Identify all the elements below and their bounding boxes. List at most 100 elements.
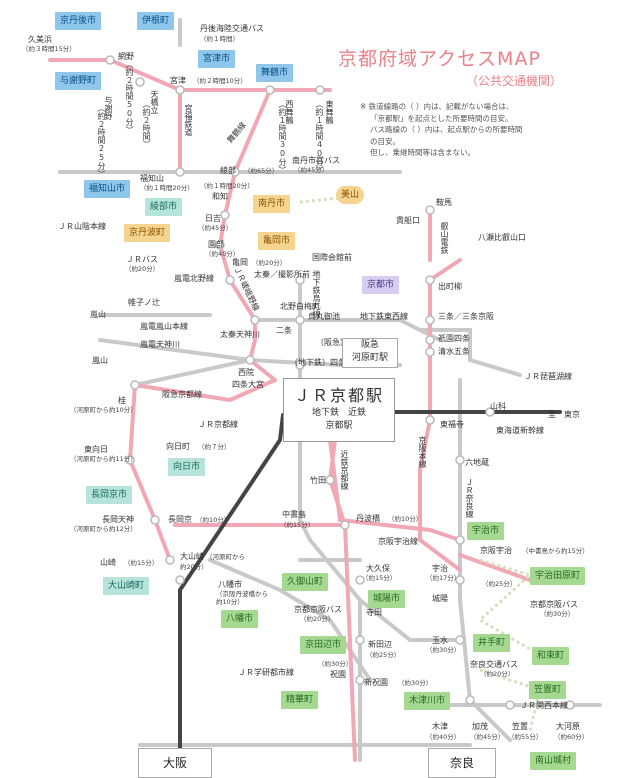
station-tambabashi: 丹波橋 [356,514,380,523]
station-hankyu-karasuma: （阪急）烏丸 [316,338,364,347]
municipality-yawata[interactable]: 八幡市 [221,610,259,628]
municipality-joyo[interactable]: 城陽市 [368,590,406,608]
station-rokujizo: 六地蔵 [465,458,489,467]
municipality-ujitawara[interactable]: 宇治田原町 [530,567,586,585]
municipality-yosano[interactable]: 与謝野町 [55,72,102,90]
time-label: （約25分） [482,580,517,588]
line-tozai: 地下鉄東西線 [360,312,408,321]
time-label: （約15分） [280,521,315,529]
station-nijo: 二条 [276,326,292,335]
hankyu-kawaramachi-box[interactable]: 阪急 河原町駅 [342,338,398,368]
map-title: 京都府域アクセスMAP [338,48,541,70]
municipality-ayabe[interactable]: 綾部市 [145,198,183,216]
tokaido-west [178,413,285,762]
municipality-nagaokakyo[interactable]: 長岡京市 [86,486,133,504]
time-label: （約７分） [198,443,231,451]
note-line: の目安。 [370,136,400,146]
time-label: （約40分） [426,733,461,741]
jr-kyoto-line-west [133,378,277,403]
time-label: （約65分） [244,167,279,175]
line-gakken: ＪＲ学研都市線 [238,668,294,677]
joyo-bus [358,598,462,642]
municipality-kyoto[interactable]: 京都市 [362,276,400,294]
station-nishimaizuru: 西舞鶴 [285,100,294,124]
time-label: （約２時間50分） [125,60,134,134]
station-yawatashi: 八幡市 [218,580,242,589]
time-label: （約３時間15分） [22,45,76,53]
municipality-kumiyama[interactable]: 久御山町 [282,573,329,591]
line-kansai: ＪＲ関西本線 [520,701,568,710]
municipality-wazuka[interactable]: 和束町 [532,647,570,665]
station-uzumasa-tenjingawa: 太秦天神川 [220,330,260,339]
station-kitano-hakubaicho: 北野白梅町 [280,302,320,311]
municipality-kasagi[interactable]: 笠置町 [529,681,567,699]
station-kizu: 木津 [432,722,448,731]
station-yamazaki: 山崎 [100,558,116,567]
terminal-osaka[interactable]: 大阪 [138,748,212,778]
time-label: （約10分） [196,516,231,524]
line-randen-kitano: 嵐電北野線 [174,274,214,283]
terminal-nara[interactable]: 奈良 [428,748,496,778]
municipality-oyamazaki[interactable]: 大山崎町 [103,577,150,595]
station-nagaoka-tenjin: 長岡天神 [102,515,134,524]
municipality-kyotamba[interactable]: 京丹波町 [124,224,171,242]
station-amanohashidate: 天橋立 [150,90,159,114]
station-tofukuji: 東福寺 [440,420,464,429]
station-hosono: 祝園 [330,670,346,679]
time-label: （約15分） [124,559,159,567]
station-yase: 八瀬比叡山口 [478,233,526,242]
keihan-main [418,258,462,572]
kintetsu-line [298,438,362,762]
municipality-kameoka[interactable]: 亀岡市 [258,232,296,250]
municipality-ine[interactable]: 伊根町 [137,12,175,30]
station-kamo: 加茂 [472,722,488,731]
municipality-fukuchiyama[interactable]: 福知山市 [84,180,131,198]
municipality-kyotango[interactable]: 京丹後市 [55,12,102,30]
jr-kyoto-title: ＪＲ京都駅 [293,386,384,405]
time-label: （約40分） [205,250,240,258]
time-label: （約１時間20分） [140,184,194,192]
time-label: （約１時間20分） [200,182,254,190]
time-label: （約45分） [294,166,329,174]
biwako-line [418,328,522,377]
station-okawara: 大河原 [556,722,580,731]
line-jr-kyoto: ＪＲ京都線 [198,420,238,429]
municipality-nantan[interactable]: 南丹市 [253,195,291,213]
time-label: 約20分） [180,563,208,571]
line-biwako: ＪＲ琵琶湖線 [524,372,572,381]
time-label: （約55分） [508,733,543,741]
municipality-miyama[interactable]: 美山 [336,186,365,204]
municipality-maizuru[interactable]: 舞鶴市 [256,64,294,82]
line-shinkansen: 東海道新幹線 [496,426,544,435]
municipality-ide[interactable]: 井手町 [473,634,511,652]
station-karasuma-oike: 烏丸御池 [308,312,340,321]
line-randen-arashiyama: 嵐電嵐山本線 [140,322,188,331]
municipality-miyazu[interactable]: 宮津市 [198,50,236,68]
station-yamashina: 山科 [490,402,506,411]
municipality-minamiyamashiro[interactable]: 南山城村 [530,752,577,770]
wazuka-bus [479,668,542,731]
line-kintetsu: 近鉄京都線 [340,450,349,490]
jr-kyoto-sub: 地下鉄 近鉄 [311,408,366,418]
line-jr-nara: ＪＲ奈良線 [465,478,474,518]
station-sonobe: 園部 [208,240,224,249]
note-line: 但し、乗継時間等は含まない。 [370,148,475,157]
keihan-west [328,438,462,542]
jr-kyoto-station[interactable]: ＪＲ京都駅 地下鉄 近鉄 京都駅 [283,378,395,442]
time-label: 約10分） [216,598,244,606]
station-kibune: 貴船口 [396,216,420,225]
municipality-seika[interactable]: 精華町 [281,691,319,709]
municipality-muko[interactable]: 向日市 [168,458,206,476]
time-label: （約30分） [540,610,575,618]
line-keihan-uji: 京阪宇治線 [378,537,418,546]
municipality-uji[interactable]: 宇治市 [467,522,505,540]
bus-keihan-2: 京都京阪バス [530,600,578,609]
municipality-kizugawa[interactable]: 木津川市 [404,692,451,710]
uji-branch [458,553,532,582]
station-kumihama: 久美浜 [28,35,52,44]
station-wachi: 和知 [212,192,228,201]
municipality-kyotanabe[interactable]: 京田辺市 [300,636,347,654]
station-miyazu: 宮津 [170,76,186,85]
line-karasuma: 地下鉄烏丸線 [312,270,321,318]
